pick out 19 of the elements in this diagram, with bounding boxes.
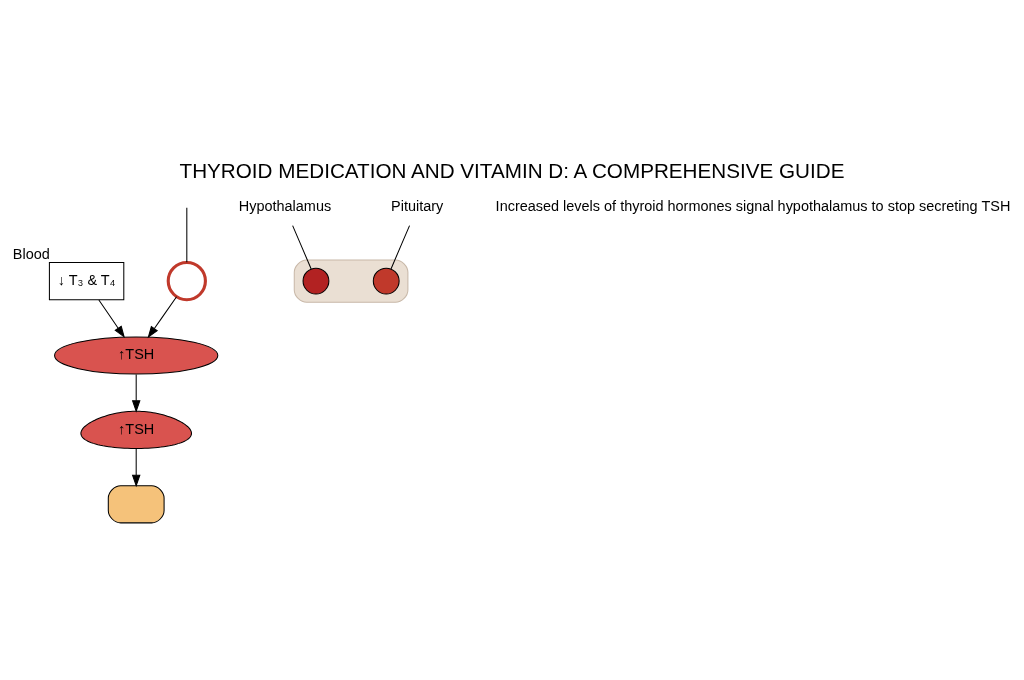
node-circle xyxy=(302,267,330,295)
cluster xyxy=(293,259,409,303)
arrow xyxy=(131,448,141,488)
node-text: Pituitary xyxy=(391,197,444,214)
arrow xyxy=(131,373,141,413)
arrow xyxy=(147,296,178,339)
node-box xyxy=(107,485,165,524)
node-label: Blood xyxy=(12,245,50,262)
node-ellipse: ↑TSH xyxy=(54,336,219,375)
connector xyxy=(292,225,312,270)
node-circle xyxy=(372,267,400,295)
connector xyxy=(186,207,188,263)
connector xyxy=(390,225,411,270)
arrow xyxy=(98,299,125,339)
node-circle xyxy=(166,260,207,302)
label: Increased levels of thyroid hormones signal hypothalamus to stop secreting TSH xyxy=(495,197,1011,214)
node-box: ↓ T₃ & T₄ xyxy=(48,262,125,301)
diagram-title: THYROID MEDICATION AND VITAMIN D: A COMPREHENSIVE GUIDE xyxy=(179,158,845,182)
node-text: Hypothalamus xyxy=(238,197,332,214)
